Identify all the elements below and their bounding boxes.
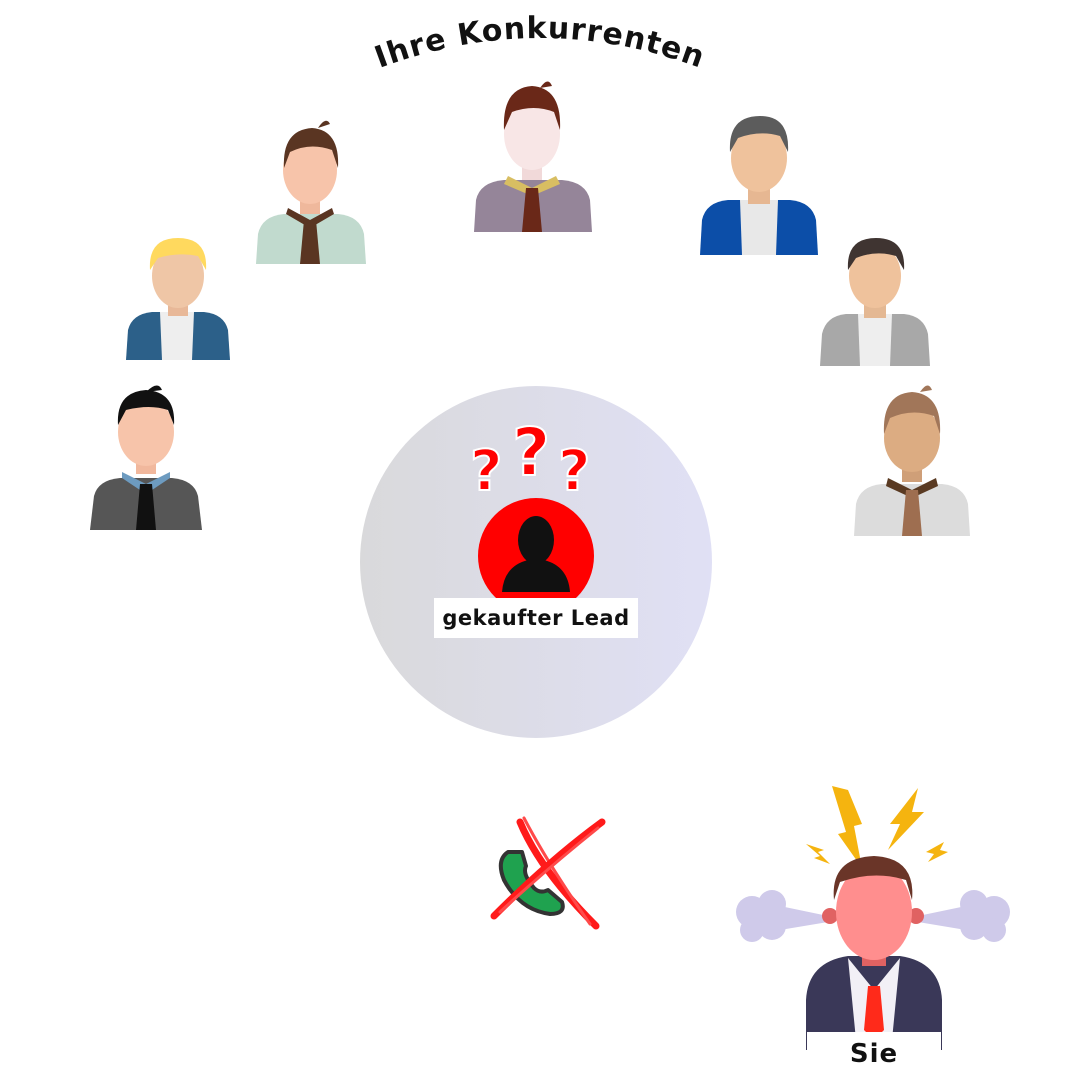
svg-text:?: ? [558,439,590,504]
competitors-title: Ihre Konkurrenten [370,11,708,76]
you-label: Sie [807,1032,941,1076]
competitor-avatar-2 [126,238,230,360]
competitor-avatar-6 [820,238,930,366]
competitor-avatar-4 [474,81,592,232]
svg-text:?: ? [512,414,550,491]
person-silhouette-icon [478,498,594,614]
competitor-avatar-7 [854,385,970,536]
lead-label: gekaufter Lead [434,598,638,638]
competitor-avatar-3 [256,120,366,264]
angry-businessman-icon [736,786,1010,1050]
svg-text:?: ? [470,439,502,504]
competitor-avatar-1 [90,385,202,530]
competitor-avatar-5 [700,116,818,255]
crossed-phone-icon [490,816,606,930]
question-marks-icon: ? ? ? [469,413,591,505]
